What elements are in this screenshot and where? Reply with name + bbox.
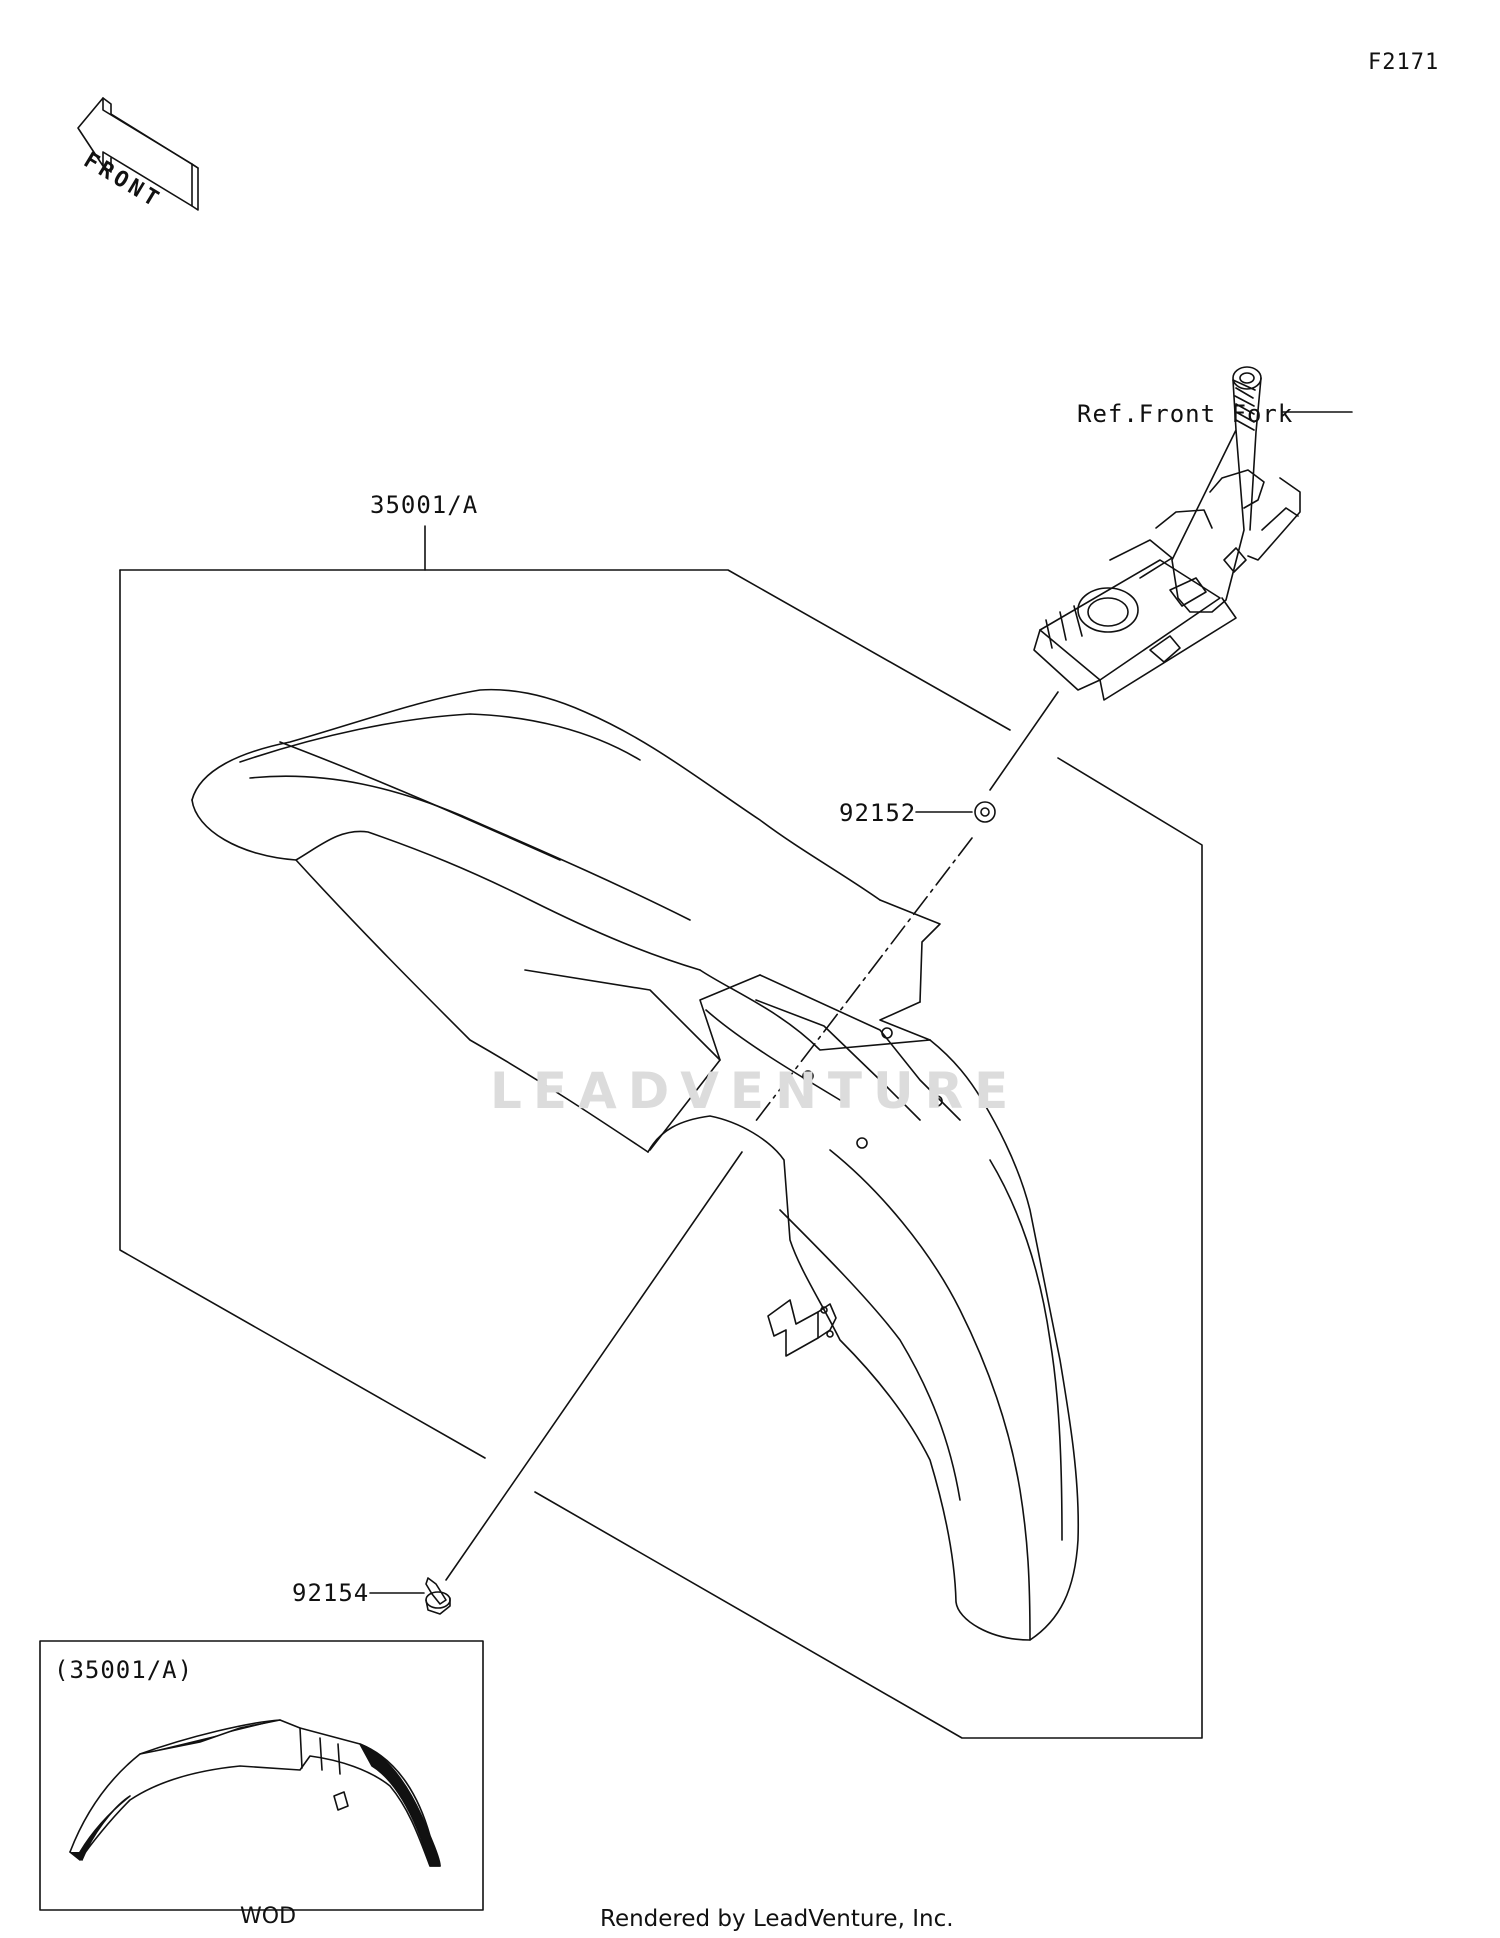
leadventure-watermark: LEADVENTURE: [490, 1062, 1020, 1120]
callout-92152: 92152: [839, 799, 917, 827]
callout-35001-a: 35001/A: [370, 491, 479, 519]
front-fender-part: [191, 688, 1080, 1641]
diagram-code: F2171: [1368, 50, 1440, 75]
ref-front-fork-label: Ref.Front Fork: [1077, 400, 1294, 428]
inset-title: (35001/A): [54, 1656, 194, 1684]
inset-box: [39, 1640, 484, 1911]
kit-boundary: [119, 525, 1203, 1739]
callout-92154: 92154: [292, 1579, 370, 1607]
inset-fender-wod: [69, 1719, 441, 1867]
front-arrow-icon: [77, 97, 199, 211]
front-fork-part: [1033, 366, 1301, 701]
leader-fork-to-bolt: [989, 691, 1059, 791]
bolt-92152-part: [915, 801, 996, 823]
mounting-centerline: [754, 837, 973, 1123]
bolt-92154-part: [369, 1151, 743, 1615]
footer-credit: Rendered by LeadVenture, Inc.: [600, 1906, 954, 1932]
inset-caption: WOD: [240, 1904, 297, 1929]
